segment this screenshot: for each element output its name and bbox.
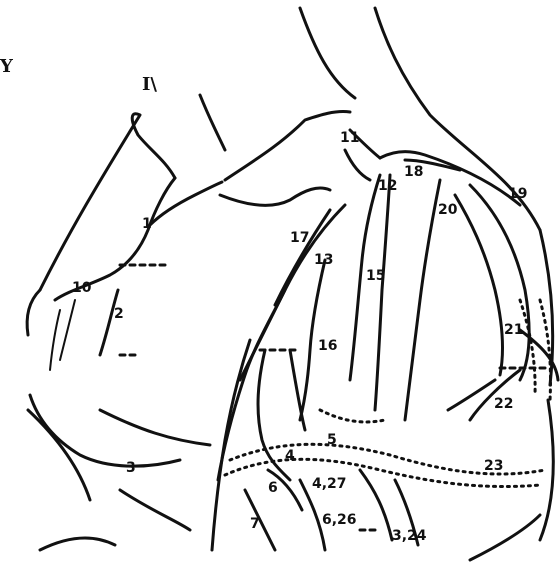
label-10: 10 bbox=[72, 280, 92, 296]
label-2: 2 bbox=[114, 306, 124, 322]
label-15: 15 bbox=[366, 268, 385, 284]
label-21: 21 bbox=[504, 322, 523, 338]
label-4: 4 bbox=[285, 448, 295, 464]
label-19: 19 bbox=[508, 186, 527, 202]
label-22: 22 bbox=[494, 396, 513, 412]
corner-letter: Y bbox=[0, 56, 14, 77]
label-5: 5 bbox=[327, 432, 337, 448]
label-20: 20 bbox=[438, 202, 458, 218]
label-11: 11 bbox=[340, 130, 359, 146]
label-23: 23 bbox=[484, 458, 503, 474]
label-6-26: 6,26 bbox=[322, 512, 357, 528]
label-6: 6 bbox=[268, 480, 278, 496]
label-18: 18 bbox=[404, 164, 423, 180]
label-17: 17 bbox=[290, 230, 309, 246]
label-12: 12 bbox=[378, 178, 397, 194]
label-4-27: 4,27 bbox=[312, 476, 347, 492]
label-3: 3 bbox=[126, 460, 136, 476]
label-16: 16 bbox=[318, 338, 337, 354]
label-3-24: 3,24 bbox=[392, 528, 427, 544]
label-13: 13 bbox=[314, 252, 333, 268]
top-mark: I\ bbox=[142, 74, 157, 95]
label-1: 1 bbox=[142, 216, 152, 232]
label-7: 7 bbox=[250, 516, 260, 532]
